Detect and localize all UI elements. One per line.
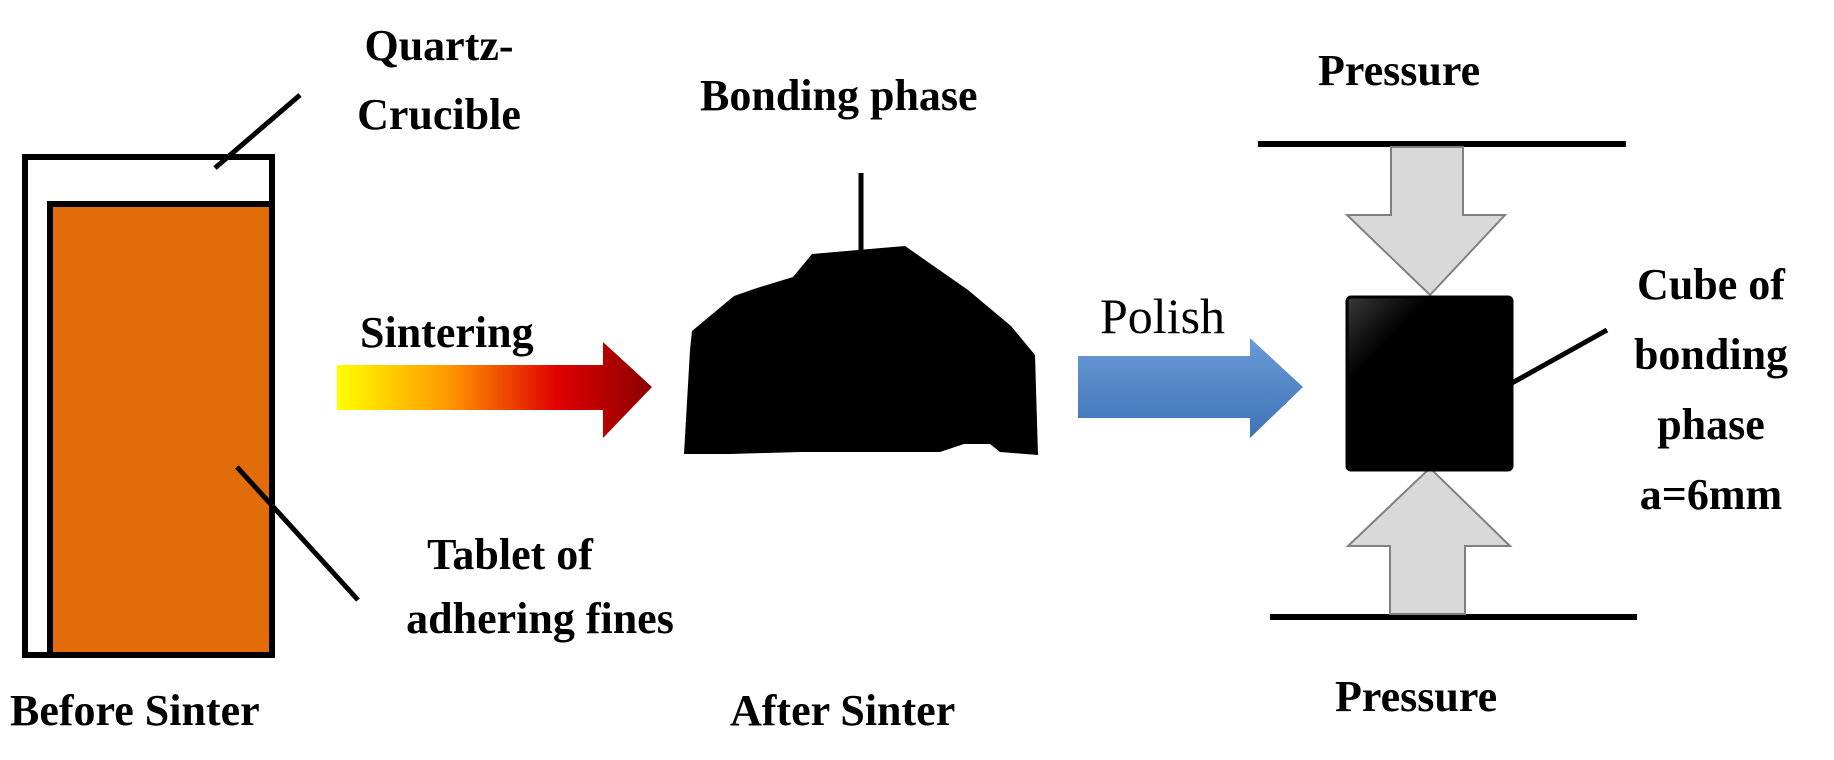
tablet-of-adhering-fines (47, 201, 275, 658)
polish-label: Polish (1100, 288, 1226, 344)
cube-leader-line (1510, 327, 1609, 386)
cube-label-line1: Cube of (1637, 260, 1785, 309)
top-pressure-arrow (1344, 146, 1508, 297)
sintered-bonding-phase-lump (684, 246, 1038, 455)
after-sinter-label: After Sinter (730, 686, 956, 735)
pressure-bottom-label: Pressure (1335, 672, 1498, 721)
cube-label-line4: a=6mm (1639, 470, 1783, 519)
before-sinter-label: Before Sinter (10, 686, 260, 735)
cube-of-bonding-phase (1345, 295, 1514, 472)
quartz-crucible-label-line1: Quartz- (364, 21, 514, 70)
bottom-pressure-arrow (1345, 466, 1513, 615)
pressure-top-label: Pressure (1318, 46, 1481, 95)
sintering-arrow (337, 342, 652, 438)
tablet-label-line2: adhering fines (406, 594, 674, 643)
sintering-label: Sintering (360, 308, 534, 357)
crucible-leader-line (213, 93, 302, 170)
tablet-label-line1: Tablet of (427, 530, 593, 579)
bonding-phase-label: Bonding phase (700, 71, 978, 120)
tablet-leader-line (235, 465, 360, 602)
cube-label-line3: phase (1657, 400, 1765, 449)
polish-arrow (1078, 338, 1303, 438)
quartz-crucible-label-line2: Crucible (357, 90, 521, 139)
cube-label-line2: bonding (1633, 330, 1789, 379)
